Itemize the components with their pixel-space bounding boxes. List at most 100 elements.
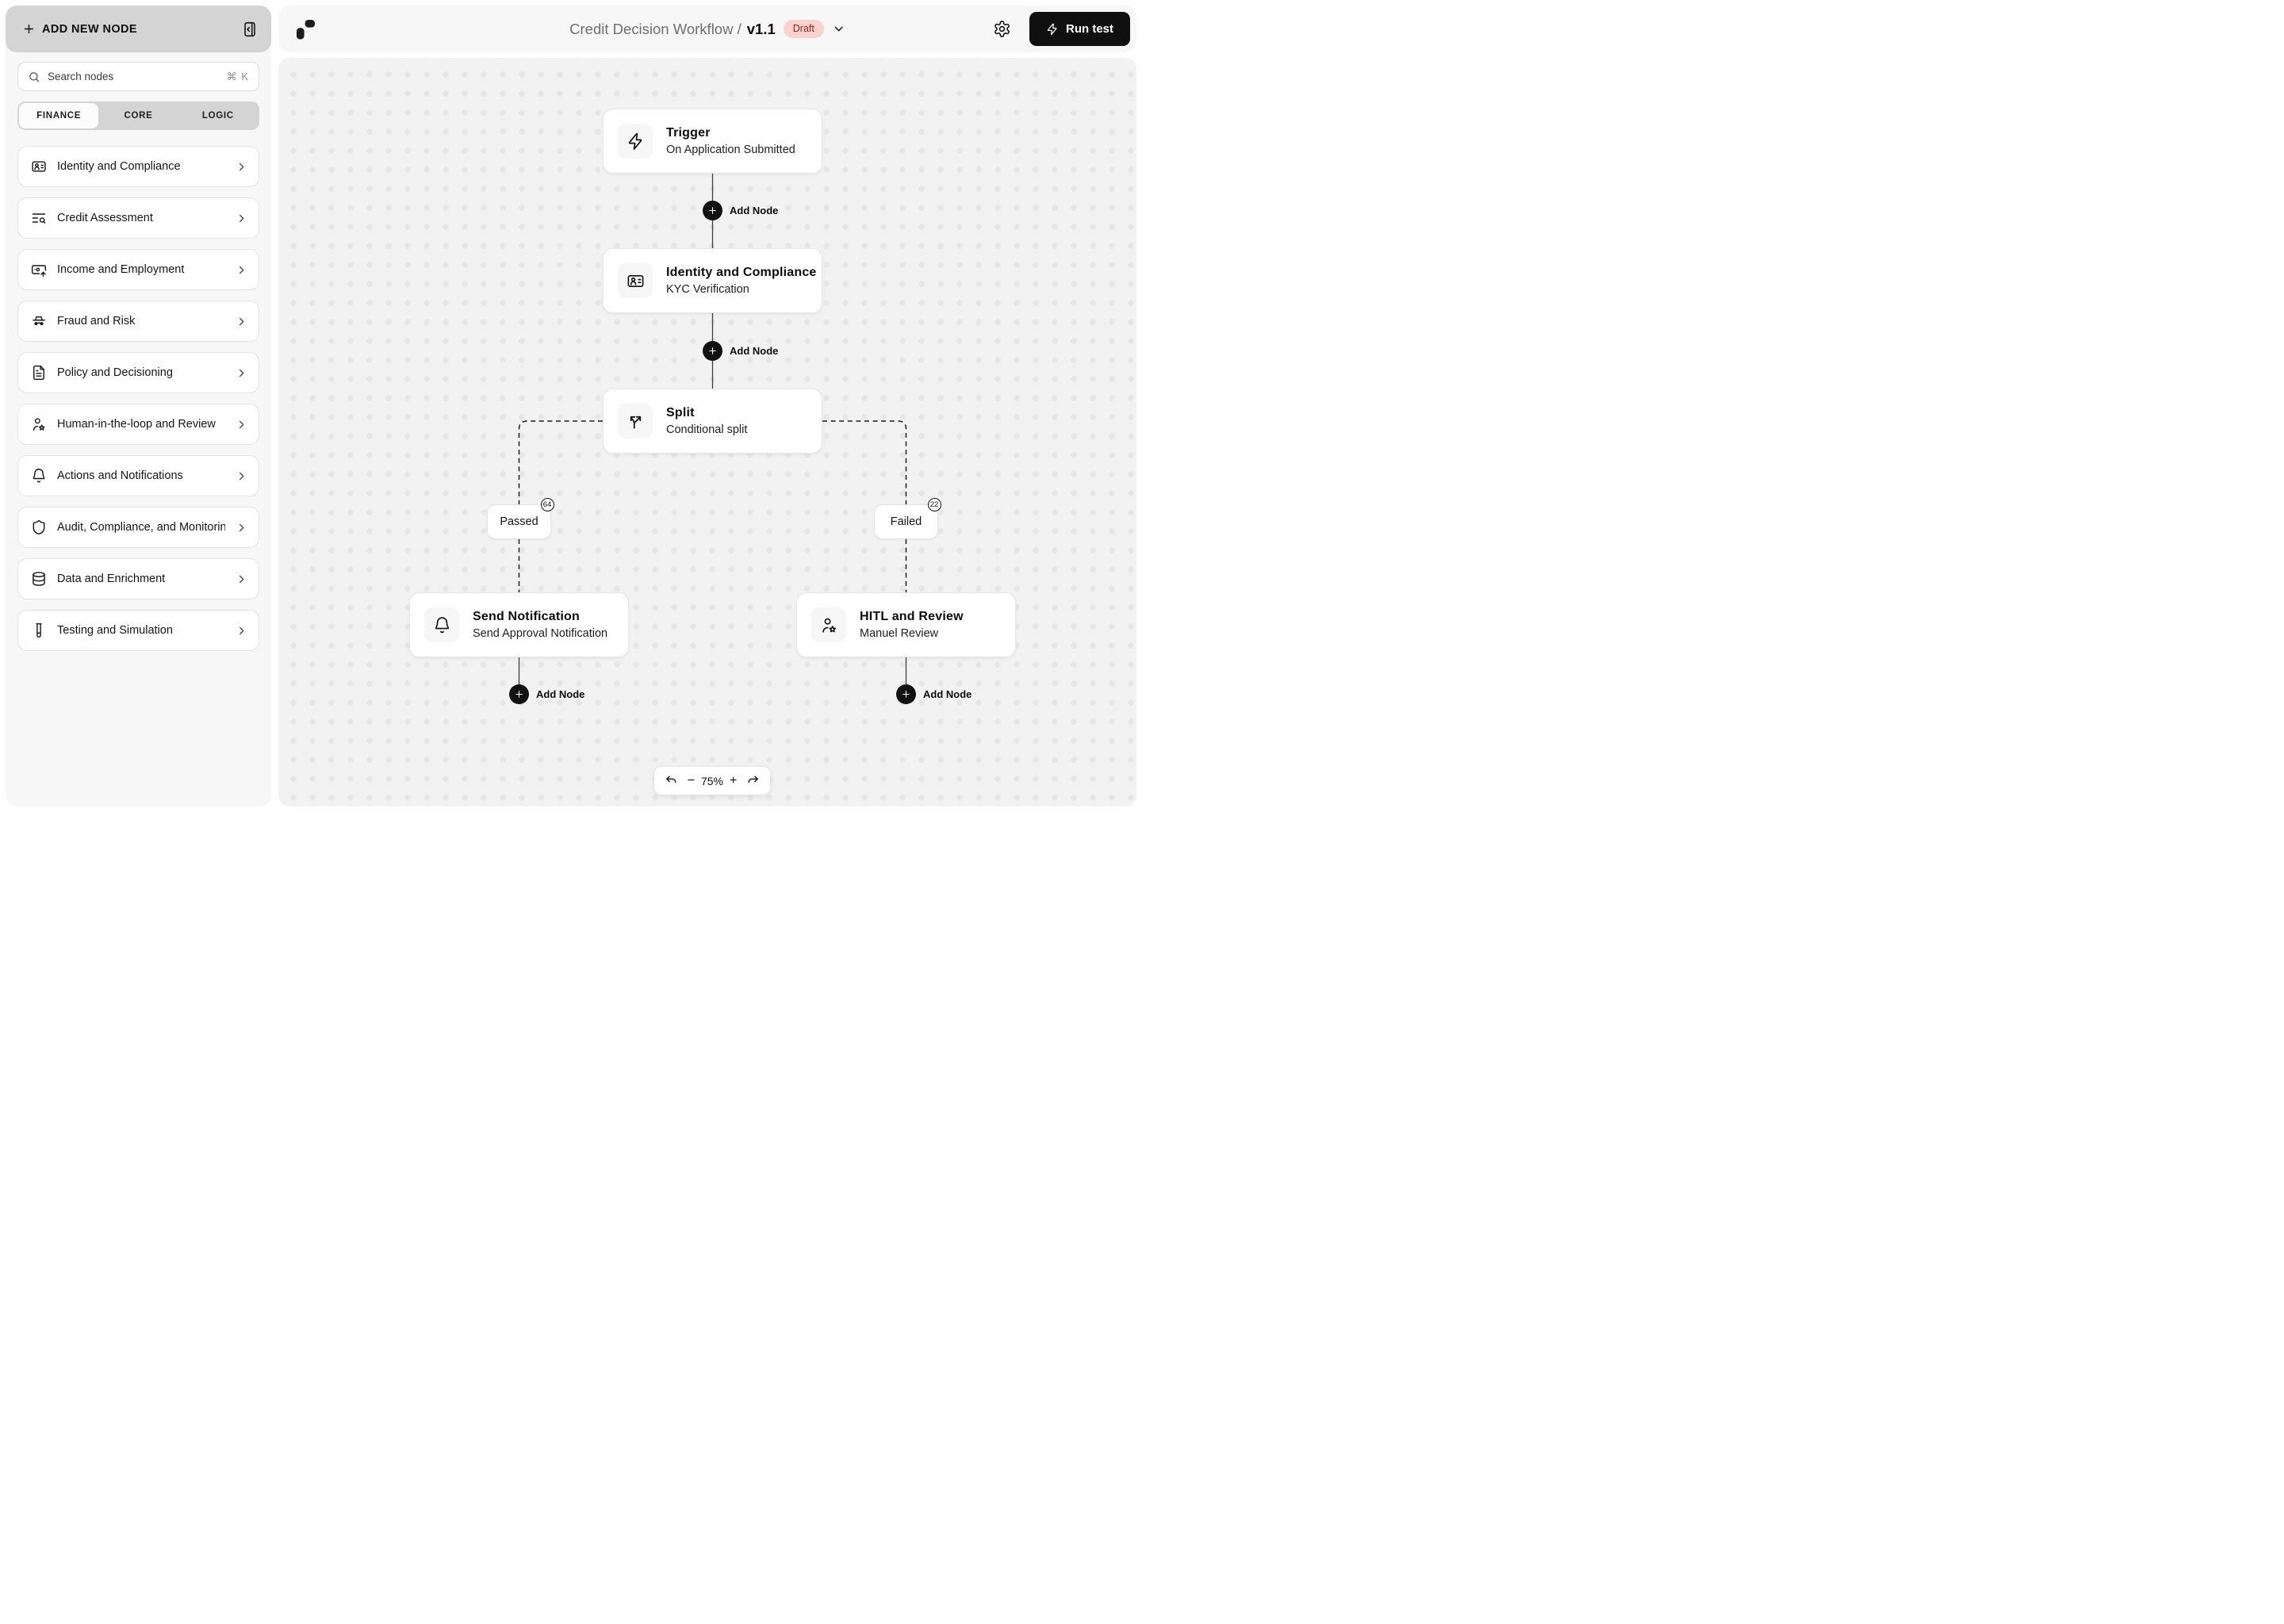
- file-text-icon: [31, 365, 47, 381]
- node-title: Send Notification: [473, 610, 580, 623]
- text-search-icon: [31, 210, 47, 226]
- workflow-title-menu[interactable]: Credit Decision Workflow / v1.1 Draft: [569, 20, 845, 38]
- add-node-button[interactable]: Add Node: [703, 341, 778, 361]
- tab-finance[interactable]: FINANCE: [19, 103, 99, 128]
- node-hitl-and-review[interactable]: HITL and Review Manuel Review: [796, 592, 1016, 657]
- branch-count-badge: 22: [927, 498, 941, 511]
- shield-icon: [31, 519, 47, 535]
- zap-icon: [1046, 23, 1059, 36]
- node-subtitle: Manuel Review: [860, 627, 939, 640]
- database-icon: [31, 571, 47, 587]
- chevron-right-icon: [236, 625, 247, 637]
- node-title: HITL and Review: [860, 610, 964, 623]
- incognito-icon: [31, 313, 47, 329]
- app-logo: [296, 19, 316, 39]
- edge-split-to-passed: [518, 420, 603, 504]
- branch-count-badge: 64: [540, 498, 554, 511]
- tab-core[interactable]: CORE: [98, 103, 178, 128]
- search-placeholder: Search nodes: [48, 71, 114, 82]
- node-trigger[interactable]: Trigger On Application Submitted: [603, 109, 822, 174]
- gear-icon: [993, 20, 1011, 38]
- node-subtitle: KYC Verification: [666, 283, 749, 296]
- zoom-level: 75%: [700, 774, 724, 787]
- zoom-out-button[interactable]: −: [687, 773, 695, 787]
- search-icon: [28, 71, 40, 83]
- chevron-right-icon: [236, 213, 247, 224]
- search-shortcut: ⌘ K: [226, 70, 249, 82]
- status-badge: Draft: [783, 20, 824, 38]
- chevron-right-icon: [236, 264, 247, 276]
- chevron-right-icon: [236, 419, 247, 431]
- edge-split-to-failed: [822, 420, 907, 504]
- collapse-sidebar-button[interactable]: [241, 21, 259, 38]
- redo-icon: [746, 774, 760, 787]
- sidebar-header: ADD NEW NODE: [6, 6, 271, 52]
- sidebar-item-fraud-and-risk[interactable]: Fraud and Risk: [17, 301, 259, 342]
- chevron-down-icon: [832, 22, 845, 36]
- chevron-right-icon: [236, 161, 247, 173]
- sidebar-item-identity-and-compliance[interactable]: Identity and Compliance: [17, 146, 259, 187]
- id-card-icon: [31, 159, 47, 174]
- header-actions: Run test: [993, 12, 1130, 46]
- node-subtitle: Send Approval Notification: [473, 627, 608, 640]
- add-new-node-title: ADD NEW NODE: [22, 22, 137, 36]
- bell-icon: [31, 468, 47, 484]
- node-title: Trigger: [666, 126, 711, 140]
- node-send-notification[interactable]: Send Notification Send Approval Notifica…: [409, 592, 629, 657]
- plus-icon: [896, 684, 916, 704]
- sidebar-item-actions-and-notifications[interactable]: Actions and Notifications: [17, 455, 259, 496]
- plus-icon: [703, 201, 722, 220]
- add-node-button[interactable]: Add Node: [896, 684, 971, 704]
- sidebar-item-credit-assessment[interactable]: Credit Assessment: [17, 197, 259, 239]
- branch-label-failed[interactable]: Failed 22: [874, 498, 941, 539]
- chevron-right-icon: [236, 367, 247, 379]
- bell-icon: [424, 607, 459, 642]
- search-nodes-input[interactable]: Search nodes ⌘ K: [17, 62, 259, 91]
- plus-icon: [703, 341, 722, 361]
- add-node-button[interactable]: Add Node: [703, 201, 778, 220]
- workflow-header: Credit Decision Workflow / v1.1 Draft Ru…: [278, 6, 1136, 52]
- chevron-right-icon: [236, 573, 247, 585]
- node-subtitle: Conditional split: [666, 423, 748, 436]
- zoom-in-button[interactable]: +: [730, 773, 738, 787]
- test-tube-icon: [31, 622, 47, 638]
- node-title: Split: [666, 406, 695, 419]
- workflow-version: v1.1: [746, 20, 776, 37]
- node-split[interactable]: Split Conditional split: [603, 389, 822, 454]
- workflow-canvas[interactable]: Trigger On Application Submitted Add Nod…: [278, 58, 1136, 806]
- split-icon: [618, 404, 653, 439]
- settings-button[interactable]: [993, 20, 1011, 38]
- tab-logic[interactable]: LOGIC: [178, 103, 258, 128]
- sidebar-item-human-in-the-loop-and-review[interactable]: Human-in-the-loop and Review: [17, 404, 259, 445]
- add-node-button[interactable]: Add Node: [509, 684, 584, 704]
- chevron-right-icon: [236, 470, 247, 482]
- plus-icon: [509, 684, 529, 704]
- zap-icon: [618, 124, 653, 159]
- undo-icon: [665, 774, 678, 787]
- user-star-icon: [31, 416, 47, 432]
- chevron-right-icon: [236, 522, 247, 534]
- branch-label-passed[interactable]: Passed 64: [487, 498, 554, 539]
- category-tabs: FINANCE CORE LOGIC: [17, 102, 259, 130]
- sidebar-item-audit-compliance-and-monitoring[interactable]: Audit, Compliance, and Monitoring: [17, 507, 259, 548]
- sidebar-item-data-and-enrichment[interactable]: Data and Enrichment: [17, 558, 259, 599]
- zoom-toolbar: − 75% +: [653, 766, 771, 795]
- plus-icon: [22, 22, 36, 36]
- panel-collapse-icon: [241, 21, 259, 38]
- sidebar-item-testing-and-simulation[interactable]: Testing and Simulation: [17, 610, 259, 651]
- add-node-sidebar: ADD NEW NODE Search nodes ⌘ K FINANCE CO…: [6, 6, 271, 806]
- node-identity-and-compliance[interactable]: Identity and Compliance KYC Verification: [603, 248, 822, 313]
- redo-button[interactable]: [746, 774, 760, 787]
- node-subtitle: On Application Submitted: [666, 144, 795, 156]
- undo-button[interactable]: [665, 774, 678, 787]
- sidebar-item-policy-and-decisioning[interactable]: Policy and Decisioning: [17, 352, 259, 393]
- node-category-list: Identity and Compliance Credit Assessmen…: [17, 146, 259, 651]
- sidebar-title-label: ADD NEW NODE: [42, 22, 137, 36]
- chevron-right-icon: [236, 316, 247, 327]
- run-test-button[interactable]: Run test: [1029, 12, 1130, 46]
- workflow-title: Credit Decision Workflow /: [569, 20, 742, 37]
- id-card-icon: [618, 263, 653, 298]
- node-title: Identity and Compliance: [666, 266, 817, 279]
- sidebar-item-income-and-employment[interactable]: Income and Employment: [17, 249, 259, 290]
- banknote-arrow-up-icon: [31, 262, 47, 278]
